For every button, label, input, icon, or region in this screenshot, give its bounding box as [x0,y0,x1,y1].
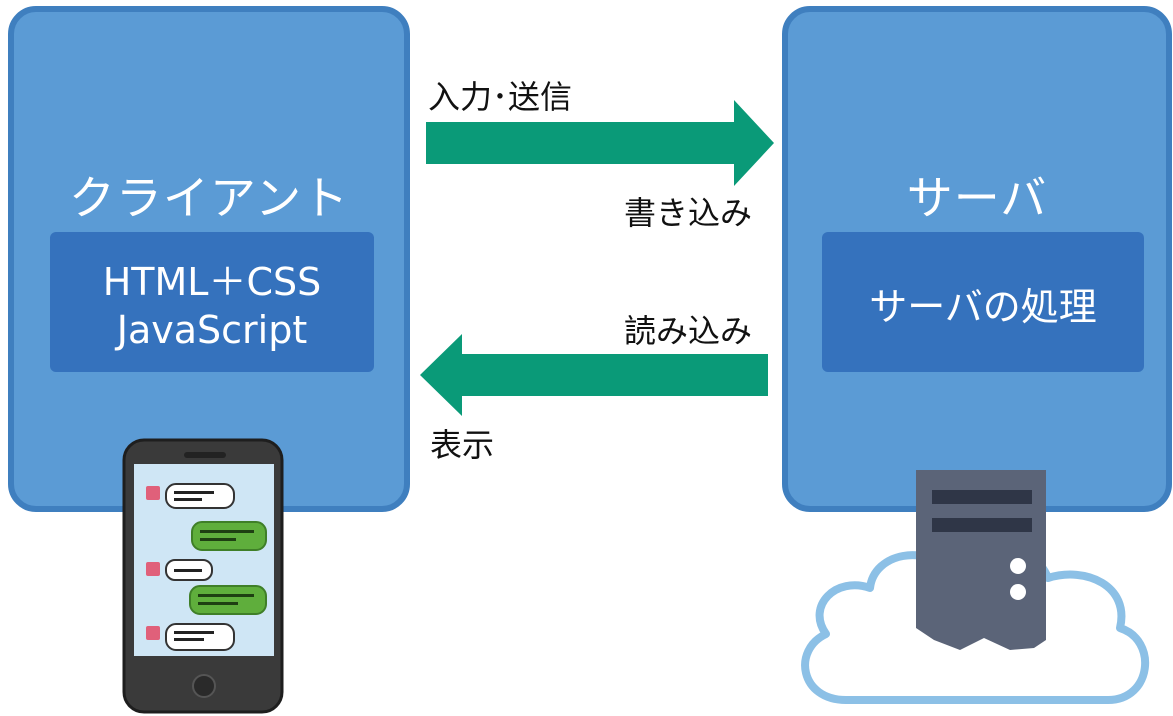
client-tech-line-1: HTML＋CSS [102,260,322,304]
label-input-send: 入力･送信 [428,78,573,116]
server-processing-label: サーバの処理 [869,285,1097,329]
server-tower-icon [916,470,1046,650]
label-write: 書き込み [624,194,753,232]
client-tech-line-2: JavaScript [116,308,308,352]
client-panel: クライアント HTML＋CSS JavaScript [8,6,410,512]
smartphone-chat-icon [122,438,284,714]
server-title: サーバ [906,171,1048,225]
client-tech-box: HTML＋CSS JavaScript [50,232,374,372]
server-processing-box: サーバの処理 [822,232,1144,372]
arrow-to-server [426,100,774,186]
label-display: 表示 [430,426,495,464]
label-read: 読み込み [624,312,753,350]
arrow-to-client [420,334,768,416]
client-title: クライアント [68,171,350,225]
server-panel: サーバ サーバの処理 [782,6,1172,512]
